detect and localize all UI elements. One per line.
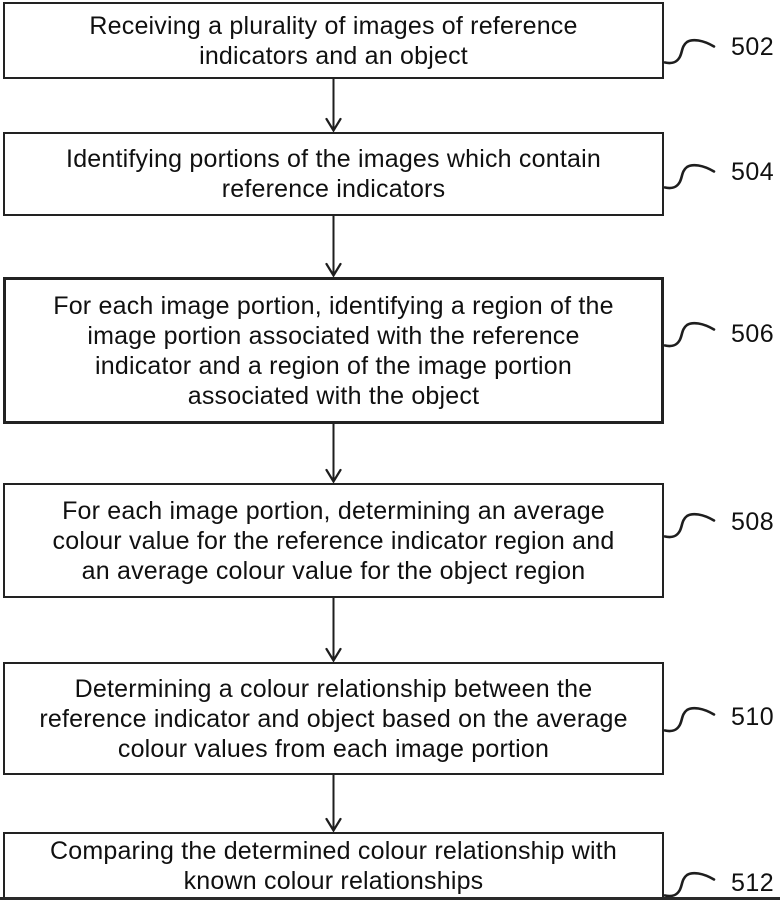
- figure-bottom-crop-line: [0, 897, 780, 900]
- reference-squiggle-icon: [663, 512, 716, 539]
- reference-number-510: 510: [731, 703, 775, 731]
- reference-number-512: 512: [731, 869, 775, 897]
- down-arrow-icon: [325, 79, 342, 132]
- reference-squiggle-icon: [663, 871, 716, 898]
- reference-squiggle-icon: [663, 706, 716, 733]
- down-arrow-icon: [325, 598, 342, 662]
- down-arrow-icon: [325, 216, 342, 277]
- reference-squiggle-icon: [663, 38, 716, 65]
- down-arrow-icon: [325, 775, 342, 832]
- flow-step-box-504: Identifying portions of the images which…: [3, 132, 664, 216]
- reference-number-504: 504: [731, 158, 775, 186]
- flow-step-box-506: For each image portion, identifying a re…: [3, 277, 664, 424]
- flow-step-text-508: For each image portion, determining an a…: [52, 496, 615, 585]
- flow-step-text-510: Determining a colour relationship betwee…: [39, 674, 628, 763]
- reference-squiggle-icon: [663, 321, 716, 348]
- flow-step-box-512: Comparing the determined colour relation…: [3, 832, 664, 900]
- flow-step-text-502: Receiving a plurality of images of refer…: [89, 11, 578, 70]
- flow-step-text-512: Comparing the determined colour relation…: [49, 837, 618, 895]
- flow-step-box-508: For each image portion, determining an a…: [3, 483, 664, 598]
- reference-number-508: 508: [731, 508, 775, 536]
- down-arrow-icon: [325, 424, 342, 483]
- flow-step-box-502: Receiving a plurality of images of refer…: [3, 2, 664, 79]
- flow-step-text-504: Identifying portions of the images which…: [66, 145, 601, 203]
- flow-step-text-506: For each image portion, identifying a re…: [53, 291, 614, 410]
- reference-number-502: 502: [731, 33, 775, 61]
- reference-number-506: 506: [731, 320, 775, 348]
- flow-step-box-510: Determining a colour relationship betwee…: [3, 662, 664, 775]
- reference-squiggle-icon: [663, 163, 716, 190]
